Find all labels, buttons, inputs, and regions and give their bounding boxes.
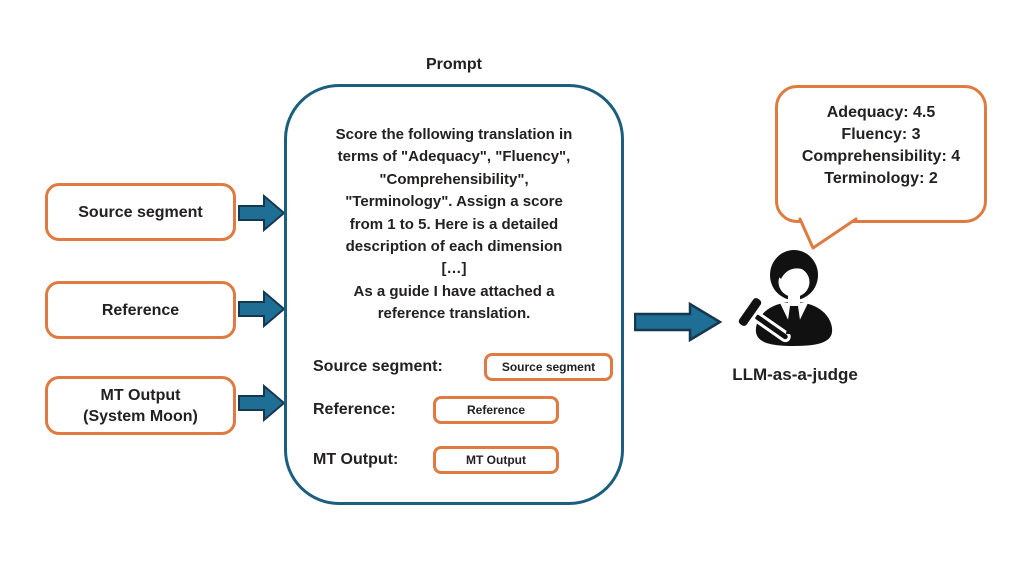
arrow-reference-to-prompt-icon — [238, 289, 286, 329]
gavel-icon — [735, 295, 791, 343]
prompt-field-label-mt: MT Output: — [313, 451, 399, 468]
input-box-source-segment: Source segment — [45, 183, 236, 241]
prompt-field-value-box-reference: Reference — [433, 396, 559, 424]
prompt-field-value-mt: MT Output — [466, 453, 526, 467]
prompt-field-value-box-source: Source segment — [484, 353, 613, 381]
output-scores-text: Adequacy: 4.5 Fluency: 3 Comprehensibili… — [801, 104, 961, 187]
prompt-field-label-reference: Reference: — [313, 401, 396, 418]
input-box-reference: Reference — [45, 281, 236, 339]
llm-judge-icon — [735, 250, 833, 346]
speech-bubble-tail — [798, 217, 858, 250]
judge-label: LLM-as-a-judge — [732, 365, 858, 384]
arrow-prompt-to-judge-icon — [634, 302, 722, 342]
prompt-field-label-source: Source segment: — [313, 358, 443, 375]
output-speech-bubble: Adequacy: 4.5 Fluency: 3 Comprehensibili… — [775, 85, 987, 223]
input-box-mt-output: MT Output (System Moon) — [45, 376, 236, 435]
arrow-mt-to-prompt-icon — [238, 383, 286, 423]
person-icon — [735, 250, 833, 346]
input-box-source-segment-label: Source segment — [78, 203, 203, 221]
prompt-box: Score the following translation in terms… — [284, 84, 624, 505]
prompt-title: Prompt — [426, 56, 482, 73]
prompt-field-value-reference: Reference — [466, 403, 526, 417]
arrow-source-to-prompt-icon — [238, 193, 286, 233]
input-box-reference-label: Reference — [101, 301, 180, 319]
input-box-mt-output-label: MT Output (System Moon) — [83, 386, 198, 425]
prompt-field-value-box-mt: MT Output — [433, 446, 559, 474]
prompt-body-text: Score the following translation in terms… — [335, 126, 573, 323]
prompt-field-value-source: Source segment — [501, 360, 596, 374]
